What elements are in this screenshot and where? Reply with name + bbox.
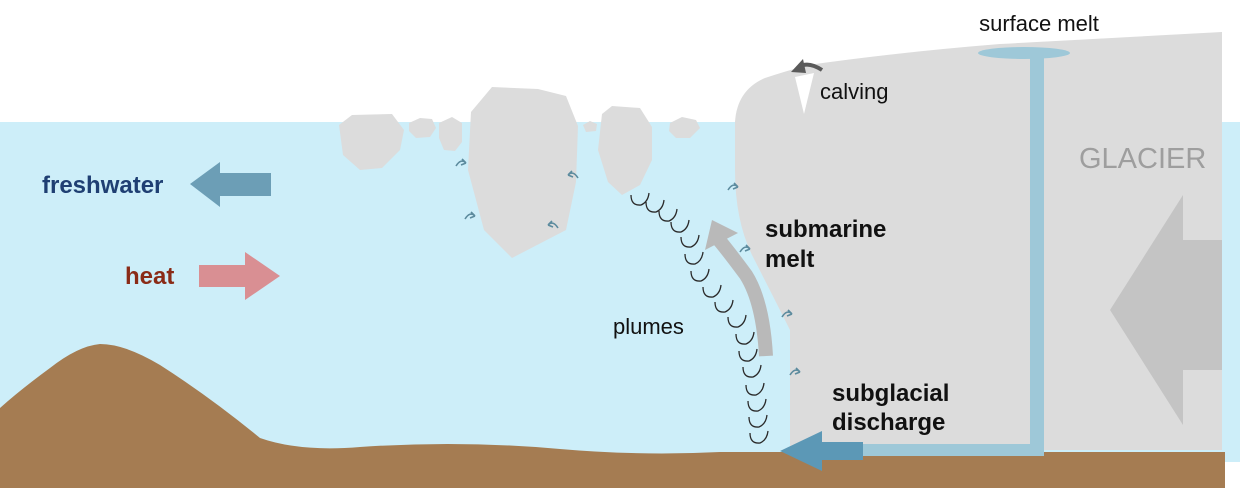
- submarine-melt-label-line1: submarine: [765, 216, 886, 243]
- freshwater-label: freshwater: [42, 172, 163, 199]
- plume-curl: [735, 331, 755, 345]
- icebergs: [339, 87, 700, 258]
- melt-arrows: [455, 158, 801, 376]
- glacier-label: GLACIER: [1079, 143, 1206, 175]
- plume-curl: [727, 314, 747, 328]
- subglacial-discharge-label-line2: discharge: [832, 409, 945, 436]
- plume-arrow: [705, 220, 773, 357]
- plume-curl: [630, 192, 650, 206]
- subglacial-discharge-label-line1: subglacial: [832, 380, 949, 407]
- plumes-label: plumes: [613, 314, 684, 339]
- surface-melt-pond: [978, 47, 1070, 59]
- surface-melt-label: surface melt: [979, 11, 1099, 36]
- heat-arrow: [199, 252, 280, 300]
- glacier-body: [735, 32, 1222, 450]
- plume-curl: [747, 398, 767, 412]
- glacier-flow-arrow: [1110, 195, 1222, 425]
- iceberg: [339, 114, 404, 170]
- plume-curl: [714, 299, 734, 313]
- melt-arrow: [727, 182, 739, 191]
- meltwater-channel: [855, 47, 1070, 456]
- iceberg: [439, 117, 462, 151]
- iceberg: [468, 87, 578, 258]
- iceberg: [669, 117, 700, 138]
- iceberg: [598, 106, 652, 195]
- plume-curl: [684, 251, 704, 265]
- heat-label: heat: [125, 263, 174, 290]
- plume-curl: [645, 199, 665, 213]
- plume-curl: [745, 382, 765, 396]
- subglacial-discharge-arrow: [780, 431, 863, 471]
- calving-crevasse: [795, 73, 814, 114]
- melt-arrow: [567, 170, 579, 179]
- plume-curl: [748, 414, 768, 428]
- plume-curl: [658, 208, 678, 222]
- plume-curl: [670, 219, 690, 233]
- calving-arrow: [791, 59, 824, 73]
- melt-arrow: [464, 211, 476, 220]
- iceberg: [583, 121, 597, 132]
- melt-arrow: [547, 220, 559, 229]
- subglacial-channel: [855, 444, 1044, 456]
- plume-curl: [690, 268, 710, 282]
- iceberg: [409, 118, 436, 138]
- melt-arrow: [739, 244, 751, 253]
- plume-curl: [702, 284, 722, 298]
- plume-curl: [738, 348, 758, 362]
- melt-arrow: [781, 309, 793, 318]
- calving-label: calving: [820, 79, 888, 104]
- submarine-melt-label-line2: melt: [765, 246, 814, 273]
- plume-turbulence: [630, 192, 769, 444]
- melt-arrow: [455, 158, 467, 167]
- plume-curl: [742, 364, 762, 378]
- plume-curl: [680, 234, 700, 248]
- melt-arrow: [789, 367, 801, 376]
- moulin: [1030, 53, 1044, 451]
- freshwater-arrow: [190, 162, 271, 207]
- plume-curl: [749, 430, 769, 444]
